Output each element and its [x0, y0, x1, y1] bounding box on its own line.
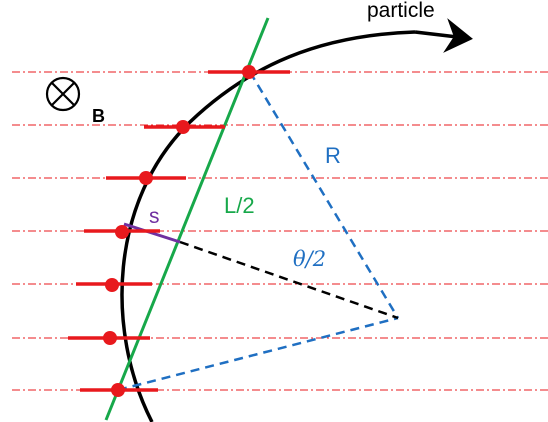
hit-point	[111, 383, 125, 397]
bisector-line	[179, 240, 399, 320]
trajectory-arrow-icon	[414, 18, 473, 53]
circled-x-into-page-icon	[45, 76, 81, 112]
chord-line	[104, 17, 270, 421]
hit-point	[103, 331, 117, 345]
hit-point	[242, 65, 256, 79]
hit-point	[115, 225, 129, 239]
half-chord-label: L/2	[224, 193, 255, 218]
hit-point	[105, 278, 119, 292]
hit-points	[103, 65, 256, 397]
particle-trajectory	[120, 30, 416, 422]
particle-label: particle	[367, 0, 435, 22]
radius-line-bottom	[117, 316, 399, 392]
hit-point	[139, 171, 153, 185]
radius-line-top	[248, 71, 400, 319]
hit-point	[176, 120, 190, 134]
radius-label: R	[325, 143, 341, 168]
sagitta-segment	[123, 222, 181, 244]
sagitta-label: s	[149, 205, 160, 228]
field-label: B	[92, 106, 105, 126]
half-angle-label: θ/2	[293, 247, 326, 271]
